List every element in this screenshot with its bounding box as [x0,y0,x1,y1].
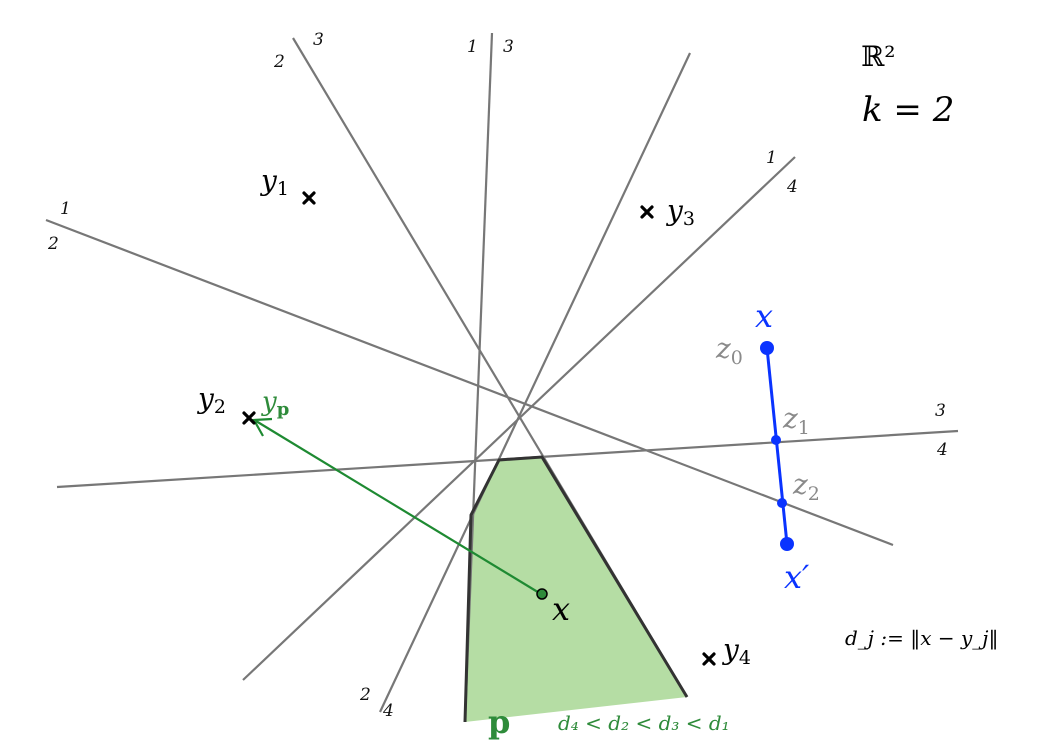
path-z1-label: z1 [782,402,810,439]
space-label: ℝ² [861,40,896,73]
path-z0-label: z0 [715,332,743,369]
ordering-label: d₄ < d₂ < d₃ < d₁ [558,711,730,735]
bisector-label-2-3-a: 2 [273,52,285,72]
path-start-label: x [755,297,773,335]
query-point-marker [536,588,548,600]
path-start-dot [760,341,774,355]
cell-p-boundary [463,455,689,723]
distance-definition: d_j := ‖x − y_j‖ [845,626,998,651]
point-y2-label: y2 [196,382,226,418]
cell-p [465,457,687,722]
bisector-line-1-2 [45,218,894,547]
bisector-label-3-4-b: 4 [936,440,948,460]
path-line [765,347,789,545]
path-z1-dot [771,435,781,445]
bisector-label-1-3-b: 3 [503,37,514,57]
bisector-label-1-3-a: 1 [467,37,478,57]
bisector-label-1-4-b: 4 [786,177,798,197]
k-label: k = 2 [862,90,954,130]
point-y3-marker [640,205,654,219]
path-segment [760,341,794,551]
bisector-label-1-2-a: 1 [60,199,71,219]
point-y3-label: y3 [665,194,695,230]
point-y2-marker [242,411,256,425]
bisector-label-1-4-a: 1 [766,148,777,168]
point-y1-marker [302,191,316,205]
cell-label: p [488,703,510,741]
sample-points [242,191,716,666]
bisector-label-1-2-b: 2 [47,234,59,254]
bisector-label-2-4-a: 2 [359,685,371,705]
query-point-label: x [552,590,570,628]
bisector-label-2-4-b: 4 [382,701,394,721]
bisector-labels: 1 2 2 3 1 3 1 4 3 4 2 4 [47,30,948,721]
point-y1-label: y1 [259,164,289,200]
bisector-line-2-4 [379,52,691,713]
path-z2-label: z2 [792,468,820,505]
bisector-label-2-3-b: 3 [313,30,324,50]
path-end-label: x′ [784,558,810,596]
path-end-dot [780,537,794,551]
projection-arrow [252,417,542,595]
arrow-shaft [255,420,542,595]
arrow-head [252,417,273,437]
projection-label: yp [261,387,289,420]
path-z2-dot [777,498,787,508]
point-y4-marker [702,652,716,666]
bisector-label-3-4-a: 3 [935,401,946,421]
point-y4-label: y4 [721,633,751,669]
